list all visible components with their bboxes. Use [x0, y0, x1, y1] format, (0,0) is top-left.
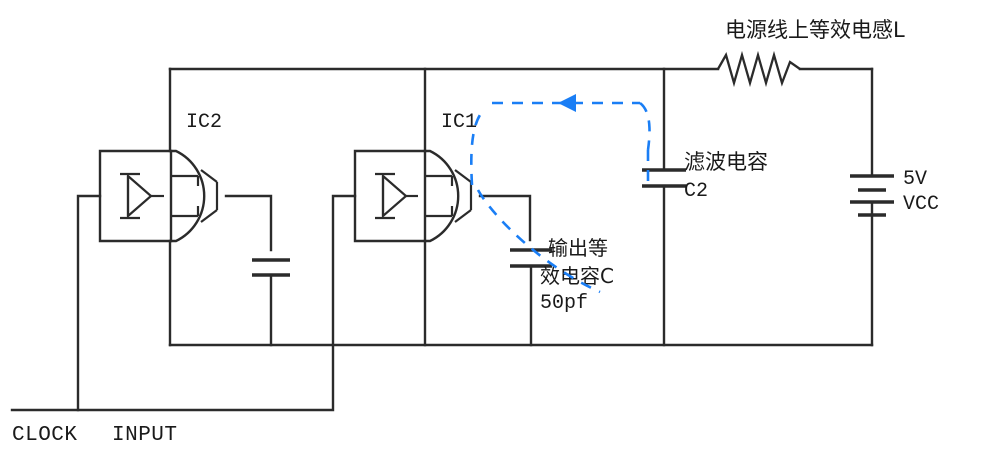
- ic2-output-wire: [224, 194, 273, 252]
- ic1-input-wire: [10, 194, 357, 412]
- capacitor-ic2-output-symbol: [252, 258, 290, 347]
- ic1-output-wire: [478, 194, 532, 242]
- capacitor-C2-symbol: [642, 67, 686, 347]
- ic1-label: IC1: [441, 111, 477, 134]
- filter-cap-name-label: 滤波电容: [684, 150, 768, 174]
- output-cap-label-line1: 输出等: [548, 236, 608, 260]
- output-cap-value-label: 50pf: [540, 292, 588, 315]
- gate-ic2-symbol: [98, 149, 219, 243]
- inductor-label: 电源线上等效电感L: [725, 18, 905, 42]
- clock-label: CLOCK: [12, 424, 78, 447]
- top-power-rail: [168, 67, 874, 178]
- supply-voltage-label: 5V: [903, 168, 927, 191]
- capacitor-C-output-symbol: [510, 248, 552, 347]
- ic2-label: IC2: [186, 111, 222, 134]
- gate-ic1-symbol: [353, 149, 473, 243]
- filter-cap-ref-label: C2: [684, 180, 708, 203]
- battery-vcc-symbol: [850, 174, 894, 347]
- ic2-input-wire: [76, 194, 102, 412]
- supply-rail-label: VCC: [903, 193, 939, 216]
- output-cap-label-line2: 效电容C: [540, 264, 614, 288]
- input-label: INPUT: [112, 424, 178, 447]
- transient-current-loop: [470, 94, 651, 294]
- current-loop-arrowhead: [558, 94, 576, 112]
- inductor-L-symbol: [717, 50, 801, 88]
